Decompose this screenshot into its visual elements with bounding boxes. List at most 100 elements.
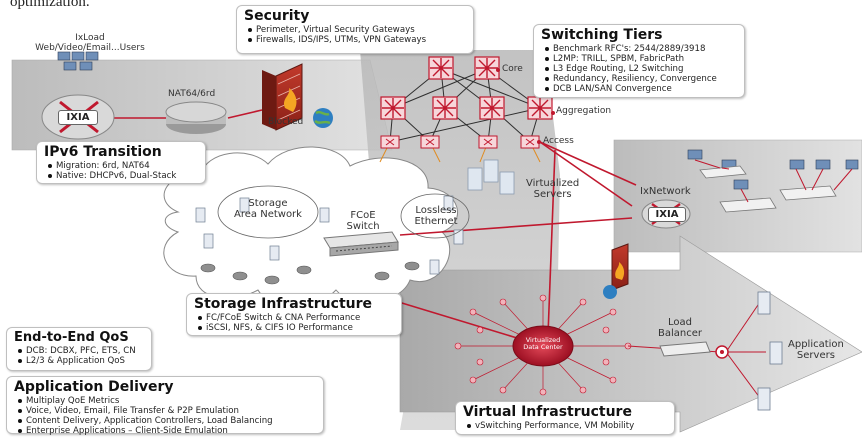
qos-item: DCB: DCBX, PFC, ETS, CN [18, 346, 144, 356]
security-title: Security [244, 8, 310, 24]
load-balancer-icon [659, 341, 729, 359]
appdelivery-item: Multiplay QoE Metrics [18, 396, 316, 406]
virtualized-servers-label: Virtualized Servers [526, 178, 579, 200]
storage-infrastructure-box: Storage Infrastructure FC/FCoE Switch & … [186, 293, 402, 336]
switching-item: Benchmark RFC's: 2544/2889/3918 [545, 44, 737, 54]
vdc-core [512, 325, 574, 367]
lossless-line: Lossless [415, 205, 457, 216]
top-cropped-text: optimization. [10, 0, 90, 10]
virtualized-servers-line: Virtualized [526, 178, 580, 189]
appdelivery-list: Multiplay QoE Metrics Voice, Video, Emai… [14, 396, 316, 436]
vdc-line: Virtualized [525, 336, 561, 344]
blocked-label: Blocked [268, 117, 304, 127]
security-list: Perimeter, Virtual Security Gateways Fir… [244, 25, 466, 45]
switching-item: DCB LAN/SAN Convergence [545, 84, 737, 94]
storage-servers-icons [195, 195, 464, 275]
san-line: Area Network [234, 209, 302, 220]
application-delivery-box: Application Delivery Multiplay QoE Metri… [6, 376, 324, 436]
fcoe-line: FCoE [350, 210, 376, 221]
appdelivery-item: Content Delivery, Application Controller… [18, 416, 316, 426]
ipv6-item: Migration: 6rd, NAT64 [48, 161, 198, 171]
agg-switch-4 [527, 96, 553, 120]
virtualized-servers-icon [467, 159, 515, 195]
san-line: Storage [248, 198, 288, 209]
vdc-label: Virtualized Data Center [520, 337, 566, 351]
ixia-logo-right: IXIA [648, 207, 686, 222]
virtual-infrastructure-box: Virtual Infrastructure vSwitching Perfor… [455, 401, 675, 435]
switching-item: L3 Edge Routing, L2 Switching [545, 64, 737, 74]
virtual-item: vSwitching Performance, VM Mobility [467, 421, 667, 431]
security-box: Security Perimeter, Virtual Security Gat… [236, 5, 474, 54]
qos-title: End-to-End QoS [14, 330, 129, 345]
virtual-title: Virtual Infrastructure [463, 404, 632, 420]
firewall-icon [262, 63, 303, 131]
ixnetwork-links [694, 159, 853, 203]
qos-box: End-to-End QoS DCB: DCBX, PFC, ETS, CN L… [6, 327, 152, 371]
qos-item: L2/3 & Application QoS [18, 356, 144, 366]
vdc-line: Data Center [523, 343, 563, 351]
aggregation-label: Aggregation [556, 106, 612, 116]
load-balancer-line: Load [668, 317, 692, 328]
storage-item: FC/FCoE Switch & CNA Performance [198, 313, 394, 323]
lossless-ellipse [400, 193, 470, 239]
switching-item: Redundancy, Resiliency, Convergence [545, 74, 737, 84]
fcoe-switch-icon [323, 231, 399, 257]
ipv6-box: IPv6 Transition Migration: 6rd, NAT64 Na… [36, 141, 206, 184]
switching-tiers-box: Switching Tiers Benchmark RFC's: 2544/28… [533, 24, 745, 98]
san-label: Storage Area Network [228, 198, 308, 220]
core-label: Core [502, 64, 523, 74]
ipv6-title: IPv6 Transition [44, 144, 162, 160]
access-label: Access [543, 136, 574, 146]
agg-switch-3 [479, 96, 505, 120]
app-servers-label: Application Servers [788, 339, 844, 361]
ixload-title: IxLoad [75, 33, 105, 43]
storage-title: Storage Infrastructure [194, 296, 373, 312]
ipv6-item: Native: DHCPv6, Dual-Stack [48, 171, 198, 181]
access-switch-marks [385, 138, 535, 146]
storage-item: iSCSI, NFS, & CIFS IO Performance [198, 323, 394, 333]
vdc-nodes [454, 294, 632, 396]
app-servers-line: Application [788, 339, 844, 350]
switching-tiers-list: Benchmark RFC's: 2544/2889/3918 L2MP: TR… [541, 44, 737, 94]
security-item: Firewalls, IDS/IPS, UTMs, VPN Gateways [248, 35, 466, 45]
san-ellipse [217, 185, 319, 239]
ixload-users-icon [57, 51, 99, 71]
storage-cloud [163, 146, 459, 307]
vdc-firewall-icon [603, 243, 629, 299]
qos-list: DCB: DCBX, PFC, ETS, CN L2/3 & Applicati… [14, 346, 144, 366]
appdelivery-item: Enterprise Applications – Client-Side Em… [18, 426, 316, 436]
ixnetwork-users-icon [687, 149, 859, 190]
load-balancer-line: Balancer [658, 328, 702, 339]
switching-tiers-title: Switching Tiers [541, 27, 663, 43]
app-server-icons [757, 291, 783, 411]
switching-item: L2MP: TRILL, SPBM, FabricPath [545, 54, 737, 64]
ixia-logo-left: IXIA [58, 110, 98, 125]
agg-switch-1 [380, 96, 406, 120]
app-servers-line: Servers [796, 350, 835, 361]
storage-list: FC/FCoE Switch & CNA Performance iSCSI, … [194, 313, 394, 333]
nat-router-icon [165, 101, 227, 134]
ixload-subtitle: Web/Video/Email...Users [35, 43, 145, 53]
ixload-label: IxLoad Web/Video/Email...Users [30, 33, 150, 53]
nat-label: NAT64/6rd [168, 89, 216, 99]
lossless-label: Lossless Ethernet [404, 205, 468, 227]
appdelivery-title: Application Delivery [14, 379, 174, 395]
globe-icon [313, 108, 333, 128]
load-balancer-label: Load Balancer [658, 317, 702, 339]
fcoe-label: FCoE Switch [338, 210, 388, 232]
disk-icons [200, 261, 420, 285]
appdelivery-item: Voice, Video, Email, File Transfer & P2P… [18, 406, 316, 416]
virtualized-servers-line: Servers [533, 189, 572, 200]
lossless-line: Ethernet [414, 216, 458, 227]
security-item: Perimeter, Virtual Security Gateways [248, 25, 466, 35]
virtual-arrow-shape [399, 235, 862, 433]
fcoe-line: Switch [346, 221, 380, 232]
ipv6-list: Migration: 6rd, NAT64 Native: DHCPv6, Du… [44, 161, 198, 181]
virtual-list: vSwitching Performance, VM Mobility [463, 421, 667, 431]
ixnetwork-switches [699, 165, 837, 213]
ixnetwork-label: IxNetwork [640, 186, 691, 197]
vdc-starburst [458, 298, 628, 392]
agg-switch-2 [432, 96, 458, 120]
core-switch-2 [474, 56, 500, 80]
